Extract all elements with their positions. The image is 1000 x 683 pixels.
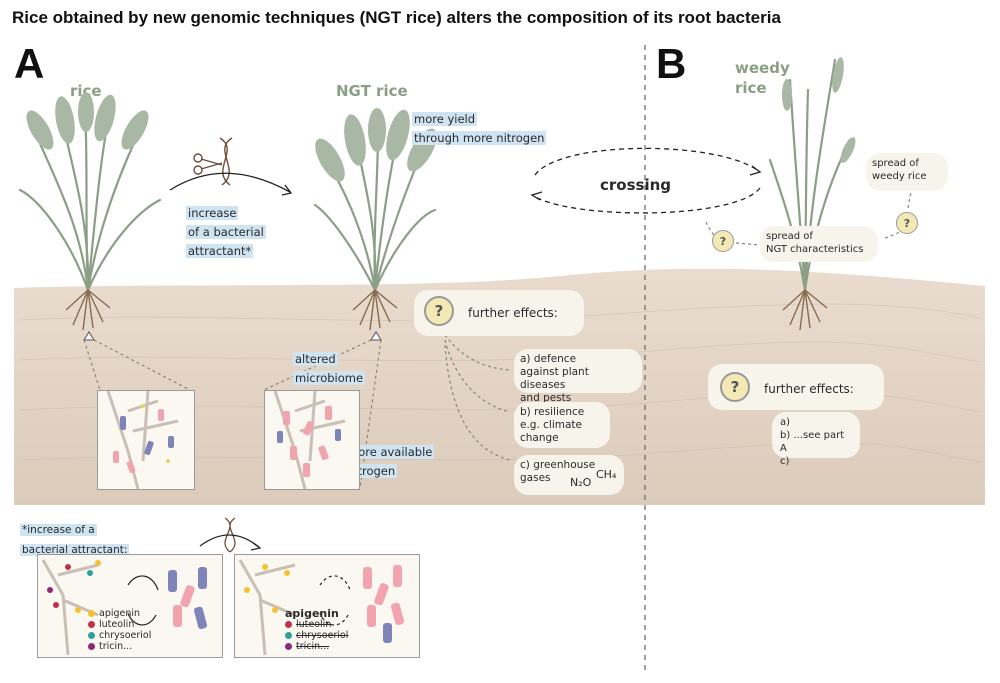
luteolin-dot (285, 621, 292, 628)
chrysoeriol-dot (88, 632, 95, 639)
ngt-root-inset (264, 390, 360, 490)
weedy-rice-grains (782, 57, 856, 163)
further-effects-label: further effects: (468, 306, 558, 320)
bottom-left-art (41, 559, 208, 656)
question-icon: ? (424, 296, 454, 326)
question-icon: ? (720, 372, 750, 402)
bottom-right-art (238, 559, 405, 656)
tricin-dot (285, 643, 292, 650)
ch4-label: CH₄ (596, 468, 617, 481)
further-effects-b-list: a) b) ...see part A c) (772, 412, 860, 467)
roots (65, 289, 828, 331)
part-b-letter: B (656, 40, 687, 87)
ngt-rice-label: NGT rice (336, 82, 408, 100)
zoom-lines (83, 339, 382, 489)
crossing-arrow-bottom (531, 187, 761, 214)
part-a-letter: A (14, 40, 45, 87)
apigenin-dot (88, 610, 95, 617)
footnote-dna-icon (199, 517, 262, 553)
dna-scissors-icon (193, 137, 233, 186)
chrysoeriol-dot (285, 632, 292, 639)
zoom-marker (370, 331, 382, 341)
legend-left: apigenin luteolin chrysoeriol tricin... (88, 608, 151, 652)
effect-arrows (444, 334, 511, 461)
crossing-label: crossing (600, 176, 672, 194)
legend-right: apigenin luteolin chrysoeriol tricin... (285, 607, 349, 652)
rice-label: rice (70, 82, 102, 100)
treatment-arrow (169, 172, 291, 193)
crossing-arrow-top (534, 147, 761, 176)
ngt-root-art (273, 390, 346, 490)
soil-band (14, 268, 985, 505)
question-icon: ? (896, 212, 918, 234)
question-icon: ? (712, 230, 734, 252)
further-effects-b-label: further effects: (764, 382, 854, 396)
n2o-label: N₂O (570, 476, 592, 489)
rice-root-art (106, 390, 179, 490)
bottom-inset-right: apigenin luteolin chrysoeriol tricin... (234, 554, 420, 658)
bottom-inset-left: apigenin luteolin chrysoeriol tricin... (37, 554, 223, 658)
luteolin-dot (88, 621, 95, 628)
rice-grains (26, 92, 149, 150)
rice-root-inset (97, 390, 195, 490)
tricin-dot (88, 643, 95, 650)
zoom-marker (83, 331, 95, 341)
figure-title: Rice obtained by new genomic techniques … (12, 8, 781, 27)
